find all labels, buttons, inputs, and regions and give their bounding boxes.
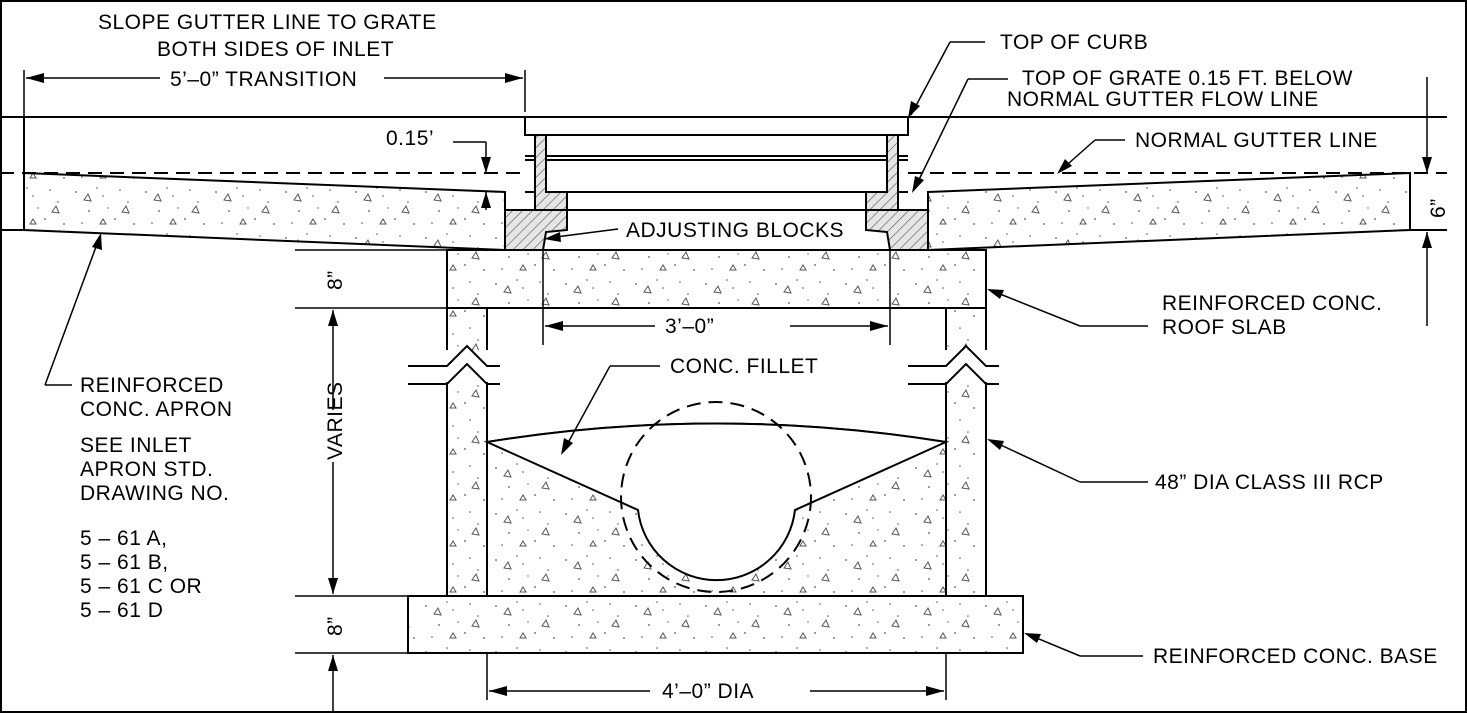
fillet-cutout (483, 422, 950, 582)
roof-slab-label-line1: REINFORCED CONC. (1162, 292, 1382, 315)
pipe-outline (620, 401, 812, 593)
dimension-4ft-dia-label: 4’–0” DIA (662, 680, 754, 703)
apron-label-line2: CONC. APRON (80, 398, 233, 421)
normal-gutter-line-label: NORMAL GUTTER LINE (1135, 129, 1378, 152)
right-break-upper (908, 344, 999, 367)
rcp-label: 48” DIA CLASS III RCP (1155, 471, 1384, 494)
drawing-number-d: 5 – 61 D (80, 599, 163, 622)
right-apron (927, 171, 1411, 252)
top-of-grate-label-line2: NORMAL GUTTER FLOW LINE (1007, 88, 1319, 111)
left-frame-hatch (534, 134, 568, 211)
dimension-015-label: 0.15’ (386, 127, 434, 150)
see-inlet-line3: DRAWING NO. (80, 482, 229, 505)
transition-dimension-label: 5’–0” TRANSITION (170, 68, 357, 91)
slope-note-line1: SLOPE GUTTER LINE TO GRATE (98, 11, 437, 34)
right-break-lower (908, 362, 999, 385)
roof-slab (446, 249, 987, 309)
adjusting-blocks-label: ADJUSTING BLOCKS (626, 219, 844, 242)
varies-label: VARIES (324, 382, 347, 460)
drawing-number-b: 5 – 61 B, (80, 551, 169, 574)
left-apron (23, 171, 506, 252)
top-of-grate-label-line1: TOP OF GRATE 0.15 FT. BELOW (1022, 67, 1353, 90)
conc-fillet-label: CONC. FILLET (670, 355, 818, 378)
drawing-number-a: 5 – 61 A, (80, 527, 167, 550)
see-inlet-line2: APRON STD. (80, 458, 213, 481)
reinforced-base-label: REINFORCED CONC. BASE (1153, 645, 1438, 668)
apron-label-line1: REINFORCED (80, 374, 224, 397)
top-of-curb-label: TOP OF CURB (1000, 31, 1148, 54)
roof-slab-label-line2: ROOF SLAB (1162, 316, 1287, 339)
dimension-6in-label: 6” (1427, 198, 1450, 218)
grate-top-plate (524, 116, 909, 136)
dimension-3ft-label: 3’–0” (665, 315, 714, 338)
dimension-8in-bottom-label: 8” (324, 616, 347, 636)
reinforced-base (407, 595, 1024, 654)
dimension-8in-top-label: 8” (324, 270, 347, 290)
right-frame-hatch (865, 134, 899, 211)
drawing-number-c: 5 – 61 C OR (80, 575, 202, 598)
slope-note-line2: BOTH SIDES OF INLET (157, 38, 394, 61)
left-break-lower (408, 362, 500, 385)
left-break-upper (408, 344, 500, 367)
see-inlet-line1: SEE INLET (80, 434, 192, 457)
